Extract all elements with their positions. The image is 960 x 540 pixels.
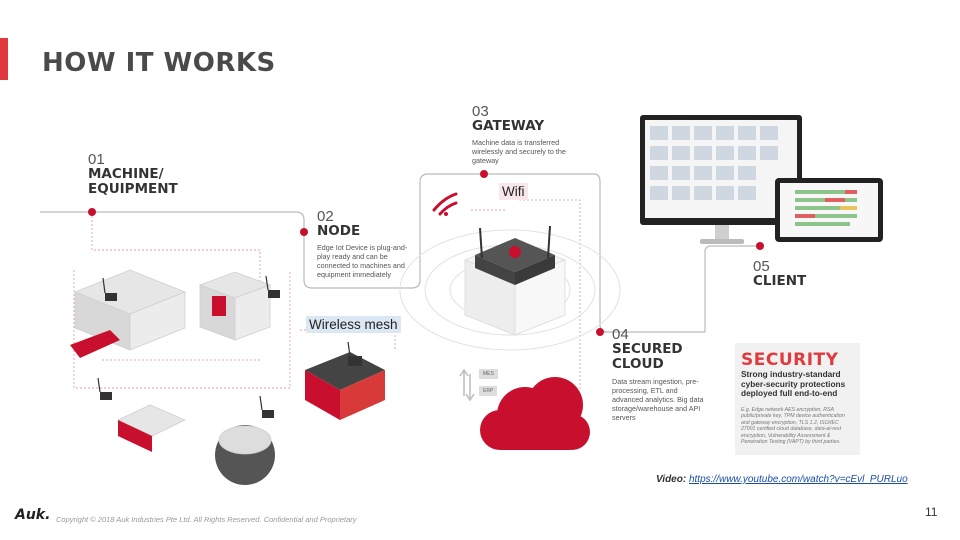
flow-dots — [88, 170, 764, 336]
title-accent-bar — [0, 38, 8, 80]
flow-lines — [40, 173, 760, 333]
step-03-number: 03 — [472, 103, 489, 120]
wireless-mesh-label: Wireless mesh — [306, 316, 401, 333]
step-03-dot — [480, 170, 488, 178]
copyright-text: Copyright © 2018 Auk Industries Pte Ltd.… — [56, 515, 357, 524]
step-05-title: CLIENT — [753, 273, 807, 289]
security-subtitle: Strong industry-standard cyber-security … — [741, 369, 846, 398]
step-01-dot — [88, 208, 96, 216]
slide-title: HOW IT WORKS — [42, 48, 276, 78]
step-02: 02 NODE Edge Iot Device is plug-and-play… — [317, 209, 417, 279]
video-link[interactable]: https://www.youtube.com/watch?v=cEvl_PUR… — [688, 474, 908, 485]
step-05: 05 CLIENT — [753, 259, 806, 289]
video-label: Video: — [656, 474, 687, 485]
monitor-icon — [640, 115, 802, 244]
wifi-icon — [432, 192, 458, 216]
security-panel: SECURITY Strong industry-standard cyber-… — [735, 343, 860, 455]
step-01-title-line1: MACHINE/ — [88, 166, 164, 182]
step-04: 04 SECURED CLOUD Data stream ingestion, … — [612, 327, 710, 422]
security-details: E.g. Edge network AES encryption, RSA pu… — [741, 406, 845, 446]
step-01-number: 01 — [88, 151, 105, 168]
step-04-title-line1: SECURED — [612, 341, 683, 357]
cloud-icon — [480, 377, 590, 450]
step-02-number: 02 — [317, 208, 334, 225]
video-line: Video: https://www.youtube.com/watch?v=c… — [656, 474, 908, 485]
step-04-dot — [596, 328, 604, 336]
step-04-description: Data stream ingestion, pre-processing, E… — [612, 377, 704, 422]
step-02-dot — [300, 228, 308, 236]
dashed-links — [73, 195, 581, 390]
router-icon — [475, 225, 555, 285]
sync-arrows-icon — [459, 368, 475, 402]
step-03-title: GATEWAY — [472, 118, 545, 134]
machine-icon — [70, 269, 385, 485]
step-03-description: Machine data is transferred wirelessly a… — [472, 138, 566, 165]
step-03: 03 GATEWAY Machine data is transferred w… — [472, 104, 567, 165]
step-01-title-line2: EQUIPMENT — [88, 181, 178, 197]
wifi-label: Wifi — [499, 183, 528, 200]
step-05-number: 05 — [753, 258, 770, 275]
page-number: 11 — [925, 505, 938, 519]
step-04-number: 04 — [612, 326, 629, 343]
auk-logo: Auk. — [15, 507, 51, 523]
step-01: 01 MACHINE/ EQUIPMENT — [88, 152, 178, 197]
security-title: SECURITY — [741, 350, 839, 370]
step-02-description: Edge Iot Device is plug-and-play ready a… — [317, 243, 408, 279]
tablet-icon — [775, 178, 883, 242]
step-05-dot — [756, 242, 764, 250]
step-04-title-line2: CLOUD — [612, 356, 664, 372]
node-device-icon — [97, 275, 362, 418]
mes-chip: MES — [479, 369, 498, 379]
erp-chip: ERP — [479, 386, 498, 396]
step-02-title: NODE — [317, 223, 361, 239]
